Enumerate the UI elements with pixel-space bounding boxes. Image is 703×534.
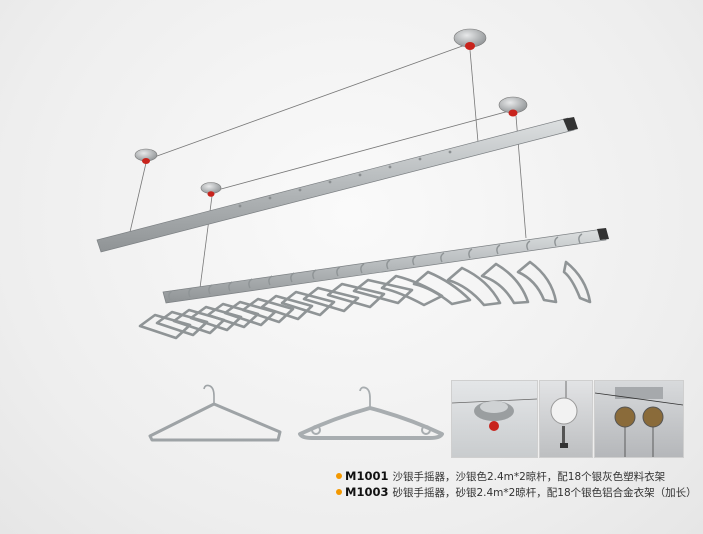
bullet-icon (336, 473, 342, 479)
hanger-hooks (168, 233, 583, 301)
ceiling-pulley-icon (498, 96, 528, 117)
ceiling-pulley-icon (200, 182, 222, 197)
hand-crank-icon (539, 380, 593, 458)
model-code: M1003 (345, 485, 389, 499)
model-description: 砂银手摇器，砂银2.4m*2晾杆，配18个银色铝合金衣架（加长） (392, 487, 697, 499)
bullet-icon (336, 489, 342, 495)
drying-rod-icon (162, 228, 609, 304)
plastic-hanger-icon (298, 386, 444, 440)
ceiling-pulley-icon (134, 148, 158, 164)
model-description: 沙银手摇器，沙银色2.4m*2晾杆，配18个银灰色塑料衣架 (392, 471, 666, 483)
hanger-row (138, 260, 592, 340)
ceiling-pulley-icon (453, 28, 487, 50)
drying-rod-icon (96, 117, 578, 253)
model-code: M1001 (345, 469, 389, 483)
metal-hanger-icon (148, 384, 282, 442)
roller-mechanism-photo (594, 380, 684, 458)
pulley-closeup-photo (451, 380, 538, 458)
